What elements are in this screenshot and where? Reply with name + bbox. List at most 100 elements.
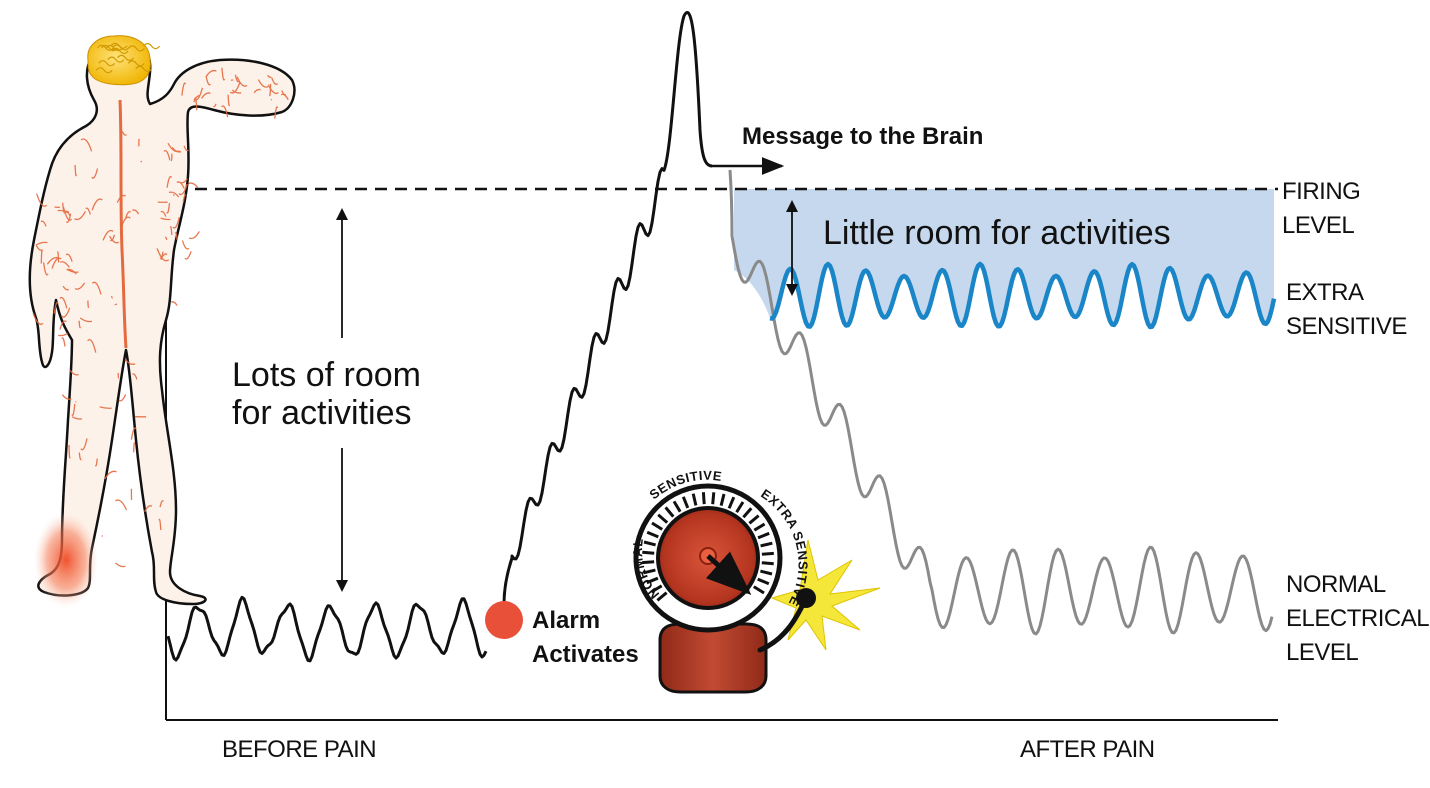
nerve-branch [174,232,178,240]
brain-fold [110,42,128,49]
nerve-network [32,67,289,568]
dial-tick [757,577,770,586]
nerve-branch [167,142,180,153]
dial-tick [656,591,668,602]
foot-pain-glow [34,512,98,608]
dial-tick [748,514,760,525]
nerve-branch [80,138,93,152]
dial-tick [761,551,774,556]
nerve-branch [71,403,76,416]
nerve-branch [53,301,59,314]
nerve-branch [85,207,91,215]
nerve-branch [62,202,66,214]
nerve-branch [80,438,88,451]
nerve-branch [104,470,117,480]
nerve-branch [253,88,261,94]
nerve-branch [109,234,116,242]
nerve-branch [110,296,114,299]
nerve-branch [205,69,217,78]
brain-fold [105,44,123,52]
nerve-branch [181,240,190,250]
nerve-branch [62,285,69,291]
nerve-branch [166,203,171,214]
nerve-branch [213,103,217,108]
dial-tick [735,501,745,513]
brain-icon [87,35,151,86]
body-outline [28,38,296,606]
nerve-branch [91,198,103,211]
nerve-branch [169,226,173,236]
nerve-branch [36,193,48,207]
lots-of-room-arrow [336,208,348,592]
spine [118,99,128,349]
normal-level-label-line1: NORMAL [1286,571,1386,598]
nerve-branch [271,77,279,85]
nerve-branch [158,518,162,531]
nerve-branch [78,320,82,329]
dial-tick [742,507,753,519]
normal-level-label-line2: ELECTRICAL [1286,605,1429,632]
extra-sensitive-label-line1: EXTRA [1286,279,1364,306]
nerve-branch [94,458,98,467]
nerve-branch [231,89,242,94]
nerve-branch [56,251,60,263]
brain-fold [127,60,145,67]
nerve-branch [65,253,73,262]
nerve-branch [160,210,167,217]
nerve-branch [121,131,127,136]
nerve-branch [194,97,198,111]
nerve-branch [78,452,82,461]
nerve-branch [178,183,188,196]
nerve-branch [201,92,211,99]
nerve-branch [144,505,153,513]
dial-tick [691,493,698,506]
nerve-branch [132,209,140,215]
nerve-branch [115,562,126,568]
nerve-branch [170,301,178,306]
nerve-branch [99,406,112,409]
nerve-branch [69,369,79,376]
nerve-branch [160,217,171,221]
dial-ticks [642,492,774,602]
nerve-branch [156,248,170,262]
nerve-branch [59,296,68,309]
firing-level-label-line2: LEVEL [1282,212,1354,239]
lots-of-room-label-line2: for activities [232,394,412,432]
dial-tick [672,500,682,513]
nerve-branch [270,98,273,101]
after-pain-label: AFTER PAIN [1020,736,1155,763]
dial-tick [643,540,656,547]
nerve-branch [87,339,97,353]
alarm-bell-icon: NORMAL SENSITIVE EXTRA SENSITIVE [630,468,881,694]
nerve-branch [79,317,93,323]
brain-fold [117,54,134,61]
nerve-branch [267,84,279,95]
nerve-branch [40,250,43,264]
nerve-branch [221,67,226,81]
nerve-branch [66,268,79,273]
extra-sensitive-label-line2: SENSITIVE [1286,313,1407,340]
spark-icon [770,539,881,651]
nerve-branch [74,164,77,177]
dial-tick [646,576,659,585]
nerve-branch [124,358,136,365]
normal-level-label-line3: LEVEL [1286,639,1358,666]
nerve-branch [188,231,200,240]
nerve-branch [281,90,287,96]
dial-tick [711,492,716,505]
after-pain-normal-wave [728,169,1274,636]
dial-tick [657,513,669,524]
little-room-arrow [786,200,798,296]
nerve-branch [181,82,187,96]
brain-fold [135,65,153,72]
message-to-brain-label: Message to the Brain [742,123,983,150]
nerve-branch [74,282,86,290]
brain-fold [95,67,113,74]
rising-signal-wave [502,11,713,605]
lots-of-room-label-line1: Lots of room [232,356,421,394]
nerve-branch [133,442,136,453]
nerve-branch [61,307,71,318]
brain-fold [107,56,125,63]
nerve-branch [274,106,279,119]
dial-tick [727,496,736,509]
